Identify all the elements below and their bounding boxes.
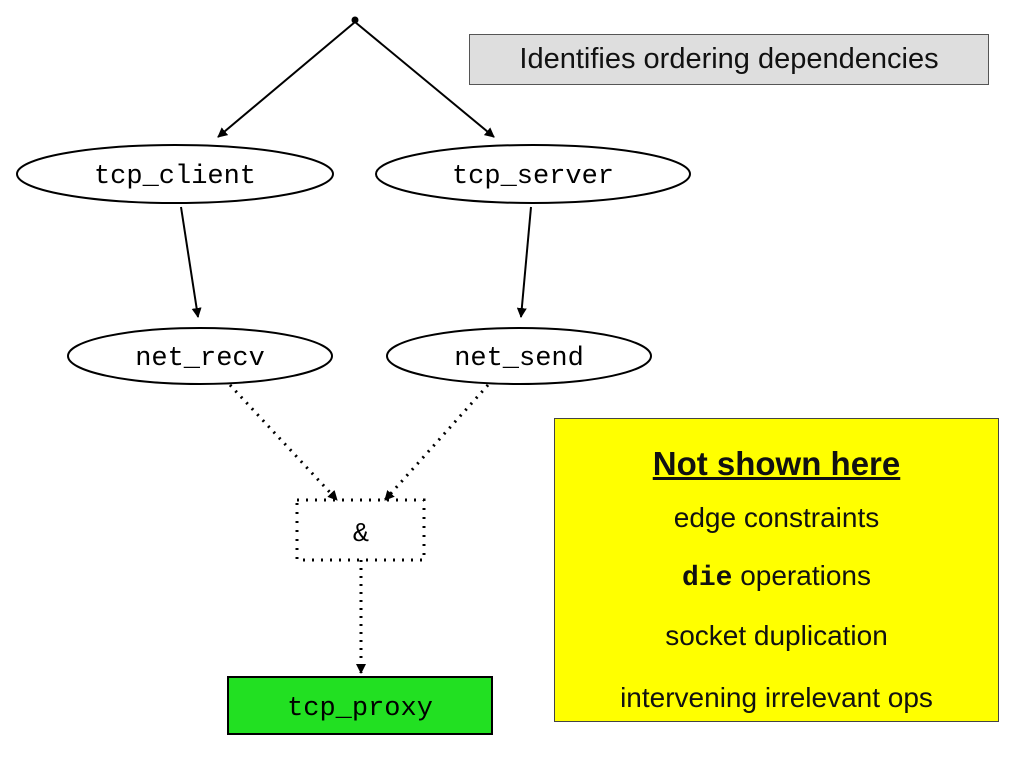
edge-net-recv-join [228,383,339,502]
node-net-recv: net_recv [67,327,333,385]
edge-tcp-client-net-recv [180,206,202,318]
node-join-label: & [353,520,369,550]
die-operations-text: operations [740,560,871,591]
not-shown-item-edge-constraints: edge constraints [673,502,880,533]
edge-root-tcp-server [354,21,495,138]
callout-ordering-dependencies-text: Identifies ordering dependencies [519,43,939,75]
callout-not-shown: Not shown here edge constraints die oper… [554,418,999,722]
callout-ordering-dependencies: Identifies ordering dependencies [469,34,989,85]
node-tcp-client-label: tcp_client [94,162,256,192]
node-tcp-proxy-label: tcp_proxy [287,694,433,724]
node-tcp-proxy: tcp_proxy [227,676,493,735]
node-net-recv-label: net_recv [135,344,265,374]
edge-tcp-server-net-send [516,206,532,318]
not-shown-item-intervening-ops: intervening irrelevant ops [620,682,933,713]
die-keyword: die [682,563,733,594]
node-tcp-server-label: tcp_server [452,162,614,192]
not-shown-item-socket-duplication: socket duplication [665,620,888,651]
edge-net-send-join [383,383,490,502]
node-tcp-client: tcp_client [16,144,334,204]
edge-root-tcp-client [217,21,356,138]
node-net-send-label: net_send [454,344,584,374]
node-join: & [295,498,426,562]
not-shown-item-die-operations: die operations [555,560,998,594]
node-tcp-server: tcp_server [375,144,691,204]
not-shown-heading: Not shown here [652,445,901,482]
node-net-send: net_send [386,327,652,385]
root-point [351,16,359,24]
